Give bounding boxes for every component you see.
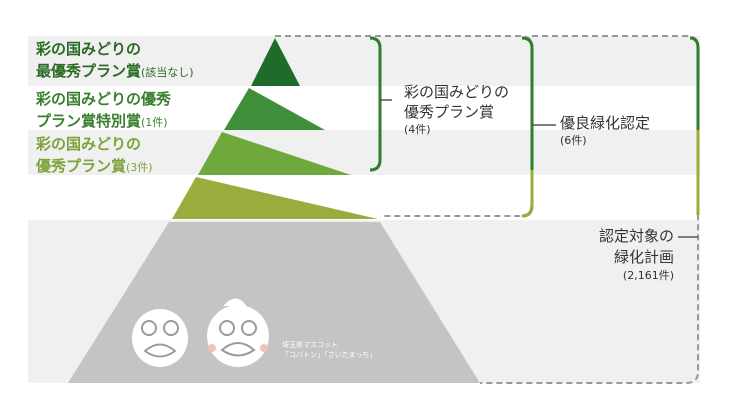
label-excellent-award-line1: 彩の国みどりの — [36, 135, 142, 153]
band-tier1 — [28, 36, 700, 86]
label-excellent-award-note: (3件) — [126, 161, 153, 174]
label-special-award-line1: 彩の国みどりの優秀 — [36, 90, 172, 108]
label-certified-group: 優良緑化認定 (6件) — [560, 113, 650, 149]
label-special-award-line2: プラン賞特別賞 — [36, 112, 142, 130]
label-excellent-group-count: (4件) — [404, 123, 431, 136]
pyramid-tier-2 — [224, 88, 325, 130]
pyramid-tier-4 — [172, 177, 378, 219]
label-top-award-note: (該当なし) — [141, 66, 194, 79]
pyramid-base — [68, 222, 480, 383]
band-tier3 — [28, 130, 700, 175]
label-excellent-award: 彩の国みどりの 優秀プラン賞(3件) — [36, 133, 153, 179]
mascot-caption: 埼玉県マスコット 「コバトン」「さいたまっち」 — [282, 340, 376, 360]
label-special-award: 彩の国みどりの優秀 プラン賞特別賞(1件) — [36, 88, 171, 134]
label-top-award-line1: 彩の国みどりの — [36, 40, 142, 58]
bracket-excellent — [369, 36, 382, 172]
label-special-award-note: (1件) — [141, 116, 168, 129]
bracket-target — [689, 36, 700, 130]
label-top-award-line2: 最優秀プラン賞 — [36, 62, 142, 80]
label-certified-group-title: 優良緑化認定 — [560, 114, 651, 132]
label-top-award: 彩の国みどりの 最優秀プラン賞(該当なし) — [36, 38, 194, 84]
mascot-saitamacchi — [207, 298, 269, 367]
bracket-certified-lower — [521, 170, 534, 218]
label-target-group-line1: 認定対象の — [598, 227, 674, 245]
label-excellent-group: 彩の国みどりの 優秀プラン賞 (4件) — [404, 82, 509, 138]
dashed-box-outer — [480, 35, 699, 384]
label-excellent-group-line1: 彩の国みどりの — [404, 83, 510, 101]
label-excellent-group-line2: 優秀プラン賞 — [404, 103, 495, 121]
label-target-group-count: (2,161件) — [622, 269, 674, 282]
label-excellent-award-line2: 優秀プラン賞 — [36, 157, 127, 175]
mascot-kobaton — [132, 309, 188, 367]
mascot-caption-line2: 「コバトン」「さいたまっち」 — [282, 351, 377, 359]
label-target-group: 認定対象の 緑化計画 (2,161件) — [578, 226, 674, 284]
pyramid-tier-3 — [198, 132, 351, 175]
pyramid-tier-1 — [251, 38, 300, 86]
label-certified-group-count: (6件) — [560, 134, 587, 147]
label-target-group-line2: 緑化計画 — [613, 248, 674, 266]
mascot-caption-line1: 埼玉県マスコット — [282, 341, 338, 349]
